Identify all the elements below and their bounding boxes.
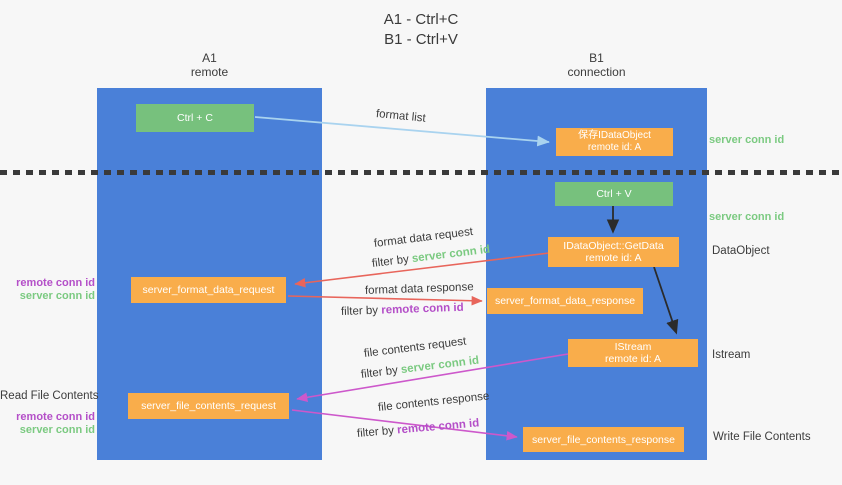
filter-by-text: filter by xyxy=(360,364,402,381)
filter-by-remote-conn-id-label-1: filter by remote conn id xyxy=(341,302,464,318)
server-conn-id-label: server conn id xyxy=(19,424,95,436)
dataobject-label: DataObject xyxy=(712,245,770,257)
istream-line2: remote id: A xyxy=(604,353,662,365)
istream-side-label: Istream xyxy=(712,349,751,361)
save-idataobject-line2: remote id: A xyxy=(587,142,642,153)
a1-subtitle: remote xyxy=(190,65,229,79)
filter-by-text: filter by xyxy=(356,424,398,440)
server-file-contents-response-label: server_file_contents_response xyxy=(531,433,675,446)
b1-subtitle: connection xyxy=(567,65,626,79)
file-contents-request-label: file contents request xyxy=(363,335,467,360)
filter-by-server-conn-id-label-2: filter by server conn id xyxy=(360,355,479,381)
filter-by-text: filter by xyxy=(371,253,413,270)
getdata-line2: remote id: A xyxy=(585,252,642,264)
ctrl-v-node: Ctrl + V xyxy=(555,182,673,206)
save-idataobject-line1: 保存IDataObject xyxy=(578,130,651,141)
server-format-data-response-node: server_format_data_response xyxy=(487,288,643,314)
filter-by-text: filter by xyxy=(340,304,382,318)
idataobject-getdata-node: IDataObject::GetData remote id: A xyxy=(548,237,679,267)
read-file-contents-label: Read File Contents xyxy=(0,390,99,402)
remote-conn-id-label: remote conn id xyxy=(16,411,95,423)
b1-name: B1 xyxy=(589,51,604,65)
filter-by-remote-conn-id-label-2: filter by remote conn id xyxy=(356,417,479,440)
format-list-label: format list xyxy=(375,108,427,125)
getdata-line1: IDataObject::GetData xyxy=(563,240,664,252)
istream-line1: IStream xyxy=(614,341,652,353)
server-conn-id-text: server conn id xyxy=(411,243,491,266)
remote-conn-id-text: remote conn id xyxy=(396,417,480,437)
ctrl-c-node: Ctrl + C xyxy=(136,104,254,132)
server-format-data-request-label: server_format_data_request xyxy=(142,284,275,296)
left-conn-ids-top: remote conn id server conn id xyxy=(0,277,95,303)
right-server-conn-id-bottom: server conn id xyxy=(709,211,785,223)
server-file-contents-response-node: server_file_contents_response xyxy=(523,427,684,452)
server-conn-id-text: server conn id xyxy=(400,354,480,377)
istream-node: IStream remote id: A xyxy=(568,339,698,367)
format-data-response-label: format data response xyxy=(364,281,474,297)
remote-conn-id-label: remote conn id xyxy=(16,277,95,289)
column-header-b1: B1 connection xyxy=(486,51,707,79)
file-contents-response-label: file contents response xyxy=(377,390,490,414)
ctrl-c-label: Ctrl + C xyxy=(177,112,213,124)
server-conn-id-label: server conn id xyxy=(19,290,95,302)
server-file-contents-request-label: server_file_contents_request xyxy=(141,400,276,412)
left-conn-ids-bottom: remote conn id server conn id xyxy=(0,411,95,437)
server-format-data-response-label: server_format_data_response xyxy=(494,295,636,307)
server-file-contents-request-node: server_file_contents_request xyxy=(128,393,289,419)
diagram-title: A1 - Ctrl+C B1 - Ctrl+V xyxy=(0,10,842,50)
title-line-1: A1 - Ctrl+C xyxy=(383,11,459,28)
server-format-data-request-node: server_format_data_request xyxy=(131,277,286,303)
title-line-2: B1 - Ctrl+V xyxy=(384,31,458,48)
write-file-contents-label: Write File Contents xyxy=(713,431,811,443)
column-header-a1: A1 remote xyxy=(97,51,322,79)
ctrl-v-label: Ctrl + V xyxy=(596,188,632,200)
remote-conn-id-text: remote conn id xyxy=(381,301,464,317)
save-idataobject-node: 保存IDataObject remote id: A xyxy=(556,128,673,156)
right-server-conn-id-top: server conn id xyxy=(709,134,785,146)
a1-name: A1 xyxy=(202,51,217,65)
